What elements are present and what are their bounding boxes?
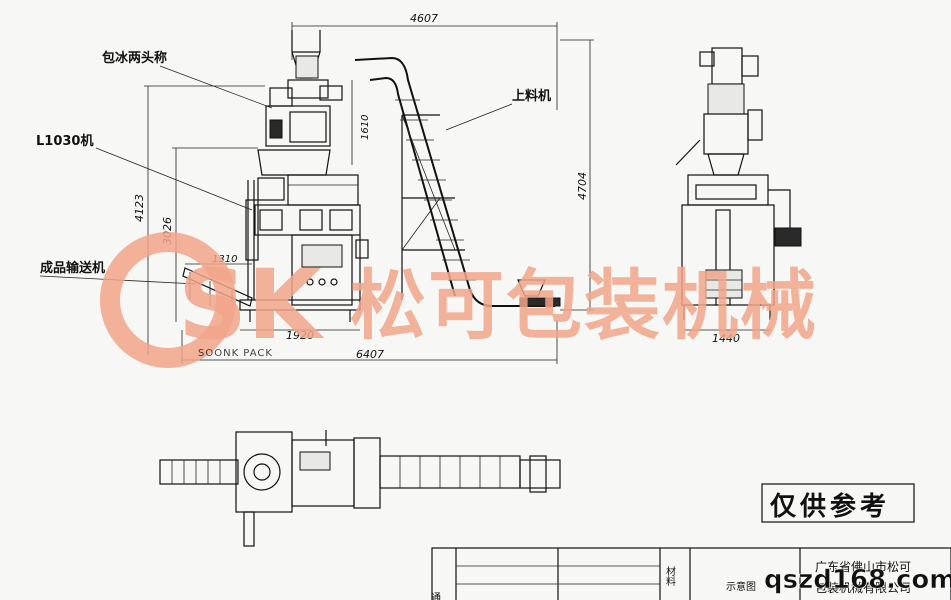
dim-conveyor-len: 1310 <box>212 254 237 265</box>
reference-stamp: 仅供参考 <box>761 483 915 523</box>
title-block: 通用 材料 示意图 广东省佛山市松可 包装机械有限公司 <box>429 547 951 600</box>
watermark-site: qszd168.com <box>764 565 951 595</box>
title-material: 材料 <box>664 565 676 587</box>
dim-left-height: 4123 <box>133 194 146 222</box>
reference-stamp-text: 仅供参考 <box>770 491 890 522</box>
watermark-letters: SK <box>178 249 325 361</box>
site-watermark: qszd168.com <box>764 565 951 596</box>
dim-weigher-height: 1610 <box>360 115 371 140</box>
dim-total-height: 4704 <box>576 172 589 200</box>
title-company-2: 包装机械有限公司 <box>815 580 911 595</box>
label-elevator: 上料机 <box>512 88 551 104</box>
dim-side-width: 1440 <box>712 332 740 345</box>
title-general: 通用 <box>429 592 441 600</box>
label-ice-weigher: 包冰两头称 <box>102 50 167 66</box>
brand-watermark: SK 松可包装机械 SOONK PACK <box>100 232 818 368</box>
label-machine-model: L1030机 <box>36 133 93 149</box>
dim-machine-width: 1920 <box>286 329 314 342</box>
dim-top-width: 4607 <box>410 12 438 25</box>
label-product-conveyor: 成品输送机 <box>40 260 105 276</box>
side-view: 1440 <box>675 47 802 345</box>
watermark-sub: SOONK PACK <box>198 348 273 359</box>
plan-view <box>159 430 561 547</box>
title-company-1: 广东省佛山市松可 <box>815 559 911 574</box>
dim-total-width: 6407 <box>356 348 384 361</box>
watermark-brand-text: 松可包装机械 <box>350 261 818 350</box>
title-diagram: 示意图 <box>726 580 756 593</box>
